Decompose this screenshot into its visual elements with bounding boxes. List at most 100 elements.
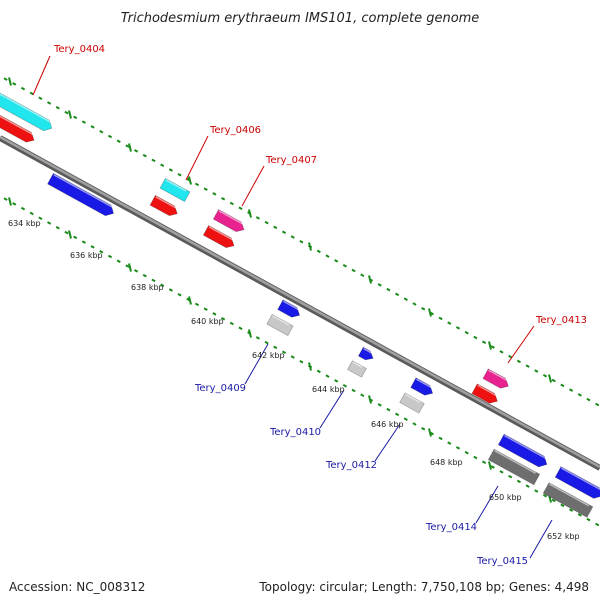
tick-mark xyxy=(377,283,382,287)
tick-mark xyxy=(586,517,591,522)
tick-mark-major xyxy=(488,341,492,350)
tick-mark xyxy=(142,273,147,278)
gene-block-cyan xyxy=(159,177,191,203)
tick-mark xyxy=(134,269,139,273)
tick-mark xyxy=(151,158,156,163)
tick-mark xyxy=(560,503,565,508)
tick-mark xyxy=(334,379,339,383)
tick-mark xyxy=(194,302,200,307)
tick-mark xyxy=(107,254,113,259)
tick-mark xyxy=(551,378,556,383)
tick-mark xyxy=(160,283,165,287)
tick-mark xyxy=(325,254,330,258)
tick-mark xyxy=(412,422,417,426)
tick-guides xyxy=(3,77,600,527)
tick-mark-major xyxy=(248,329,252,338)
gene-features xyxy=(0,89,600,518)
tick-mark xyxy=(351,388,356,393)
tick-mark xyxy=(490,345,495,349)
tick-mark xyxy=(464,330,469,335)
tick-mark xyxy=(395,412,400,417)
gene-label-tery-0412[interactable]: Tery_0412 xyxy=(325,460,377,471)
tick-mark xyxy=(447,321,452,325)
tick-mark xyxy=(90,245,95,249)
tick-mark-major xyxy=(548,374,552,383)
tick-mark-major xyxy=(488,461,492,470)
tick-mark xyxy=(125,144,130,148)
tick-mark xyxy=(168,168,173,172)
gene-label-tery-0413[interactable]: Tery_0413 xyxy=(535,315,587,326)
tick-labels: 634 kbp 636 kbp 638 kbp 640 kbp 642 kbp … xyxy=(8,219,580,541)
label-leader-line xyxy=(507,325,535,364)
gene-labels: Tery_0404 Tery_0406 Tery_0407 Tery_0413 … xyxy=(53,44,587,567)
tick-mark xyxy=(238,326,243,331)
tick-mark xyxy=(299,240,304,244)
label-leaders xyxy=(32,55,553,559)
tick-mark-major xyxy=(308,242,312,251)
tick-mark xyxy=(177,173,182,177)
gene-label-tery-0407[interactable]: Tery_0407 xyxy=(265,155,317,166)
label-leader-line xyxy=(244,343,269,385)
tick-mark xyxy=(107,134,113,139)
gene-label-tery-0409[interactable]: Tery_0409 xyxy=(194,383,246,394)
tick-mark xyxy=(508,474,513,479)
genome-backbone xyxy=(0,135,600,471)
gene-block-dark-gray xyxy=(487,448,541,486)
label-leader-line xyxy=(185,135,209,181)
gene-label-tery-0414[interactable]: Tery_0414 xyxy=(425,522,477,533)
genome-summary: Topology: circular; Length: 7,750,108 bp… xyxy=(259,580,589,594)
gene-label-tery-0404[interactable]: Tery_0404 xyxy=(53,44,105,55)
tick-mark xyxy=(482,460,487,465)
tick-mark xyxy=(325,374,330,378)
tick-mark xyxy=(38,96,43,100)
tick-mark-major xyxy=(368,395,372,404)
tick-mark xyxy=(20,206,26,211)
tick-mark-major xyxy=(68,230,72,239)
tick-mark xyxy=(534,489,539,493)
tick-mark xyxy=(47,221,52,225)
tick-mark xyxy=(151,278,156,283)
gene-block-magenta xyxy=(482,368,509,389)
tick-mark xyxy=(586,397,591,402)
tick-mark xyxy=(421,307,426,311)
tick-mark xyxy=(455,446,461,450)
tick-mark xyxy=(542,493,548,498)
tick-mark xyxy=(255,216,260,220)
tick-mark xyxy=(386,287,391,292)
tick-mark xyxy=(342,383,347,388)
tick-mark xyxy=(81,240,86,244)
gene-label-tery-0406[interactable]: Tery_0406 xyxy=(209,125,261,136)
tick-mark-major xyxy=(8,77,12,86)
tick-mark xyxy=(360,393,365,398)
label-leader-line xyxy=(374,423,401,462)
tick-mark xyxy=(203,187,208,191)
tick-mark-major xyxy=(128,143,132,152)
tick-mark xyxy=(560,383,565,388)
tick-label: 646 kbp xyxy=(371,420,404,429)
tick-mark xyxy=(229,201,234,206)
tick-mark xyxy=(525,484,530,488)
tick-mark xyxy=(577,513,582,517)
tick-mark xyxy=(360,273,365,278)
tick-mark-major xyxy=(308,362,312,371)
tick-mark xyxy=(281,350,287,354)
tick-mark xyxy=(516,479,521,484)
gene-label-tery-0415[interactable]: Tery_0415 xyxy=(476,556,528,567)
gene-block-cyan xyxy=(0,89,53,132)
gene-label-tery-0410[interactable]: Tery_0410 xyxy=(269,427,321,438)
tick-label: 636 kbp xyxy=(70,251,103,260)
tick-mark xyxy=(73,115,78,120)
tick-mark xyxy=(412,302,417,306)
tick-mark xyxy=(421,427,426,431)
tick-mark-major xyxy=(248,209,252,218)
tick-mark xyxy=(99,249,104,254)
tick-mark xyxy=(134,149,139,153)
tick-mark xyxy=(508,354,513,359)
gene-block-magenta xyxy=(212,208,245,233)
tick-mark xyxy=(264,220,269,225)
tick-label: 642 kbp xyxy=(252,351,285,360)
tick-mark xyxy=(403,417,408,421)
tick-mark xyxy=(499,470,504,474)
tick-mark xyxy=(377,403,382,407)
gene-block-light-gray xyxy=(347,360,367,378)
